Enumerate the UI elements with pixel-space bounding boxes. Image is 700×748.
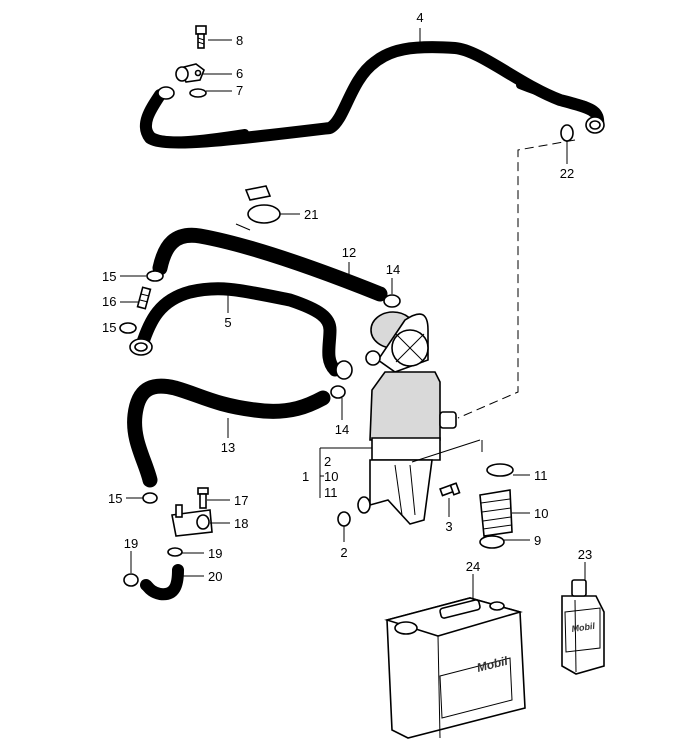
- callout-11-group: 11: [324, 485, 338, 500]
- o-ring-7: [189, 88, 207, 98]
- callout-3: 3: [445, 519, 452, 534]
- callout-8: 8: [236, 33, 243, 48]
- bellows-10: [479, 489, 513, 537]
- o-ring-22: [560, 124, 574, 142]
- clamp-11: [486, 463, 514, 477]
- callout-4: 4: [416, 10, 423, 25]
- callout-20: 20: [208, 569, 222, 584]
- callout-15-lower: 15: [108, 491, 122, 506]
- connection-dashed-line: [457, 139, 576, 419]
- oil-separator: [357, 311, 457, 525]
- callout-15-upper: 15: [102, 269, 116, 284]
- oil-bottle: [561, 579, 605, 675]
- callout-15-middle: 15: [102, 320, 116, 335]
- clamp-15-b: [119, 322, 137, 334]
- hose-clamp-21: [235, 185, 281, 231]
- callout-14-lower: 14: [335, 422, 349, 437]
- callout-21: 21: [304, 207, 318, 222]
- connector-16: [136, 286, 152, 310]
- bolt-17: [197, 487, 209, 509]
- callout-16: 16: [102, 294, 116, 309]
- callout-6: 6: [236, 66, 243, 81]
- hose-20: [140, 564, 184, 601]
- clamp-19-a: [167, 547, 183, 557]
- valve-18: [171, 504, 213, 537]
- callout-1: 1: [302, 469, 309, 484]
- callout-13: 13: [221, 440, 235, 455]
- clamp-15-c: [142, 492, 158, 504]
- bolt-3: [439, 482, 461, 497]
- callout-10: 10: [534, 506, 548, 521]
- group-bracket: [411, 439, 483, 463]
- callout-5: 5: [224, 315, 231, 330]
- callout-10-group: 10: [324, 469, 338, 484]
- callout-24: 24: [466, 559, 480, 574]
- clamp-9: [479, 535, 505, 549]
- callout-2: 2: [340, 545, 347, 560]
- callout-numbers: 4 8 6 7 22 21 12 14 15 16 15 5 14 13 2 1…: [102, 10, 592, 584]
- callout-22: 22: [560, 166, 574, 181]
- clamp-19-b: [123, 573, 139, 587]
- leader-lines: [120, 28, 586, 600]
- callout-19-right: 19: [208, 546, 222, 561]
- o-ring-2: [337, 511, 351, 527]
- callout-11: 11: [534, 468, 548, 483]
- clamp-14-lower: [330, 385, 346, 399]
- callout-7: 7: [236, 83, 243, 98]
- bottle-brand-label: Mobil: [571, 621, 596, 634]
- callout-9: 9: [534, 533, 541, 548]
- oil-canister: [384, 597, 526, 739]
- callout-19-left: 19: [124, 536, 138, 551]
- callout-2-group: 2: [324, 454, 331, 469]
- hose-13: [127, 378, 331, 488]
- clamp-14-upper: [383, 294, 401, 308]
- callout-12: 12: [342, 245, 356, 260]
- callout-18: 18: [234, 516, 248, 531]
- callout-14-upper: 14: [386, 262, 400, 277]
- flange-fitting-6: [175, 63, 205, 83]
- upper-breather-hose: [139, 41, 605, 149]
- hose-12: [152, 227, 388, 302]
- callout-17: 17: [234, 493, 248, 508]
- hose-5: [129, 282, 353, 380]
- bolt-8: [195, 25, 207, 49]
- clamp-15-a: [146, 270, 164, 282]
- callout-23: 23: [578, 547, 592, 562]
